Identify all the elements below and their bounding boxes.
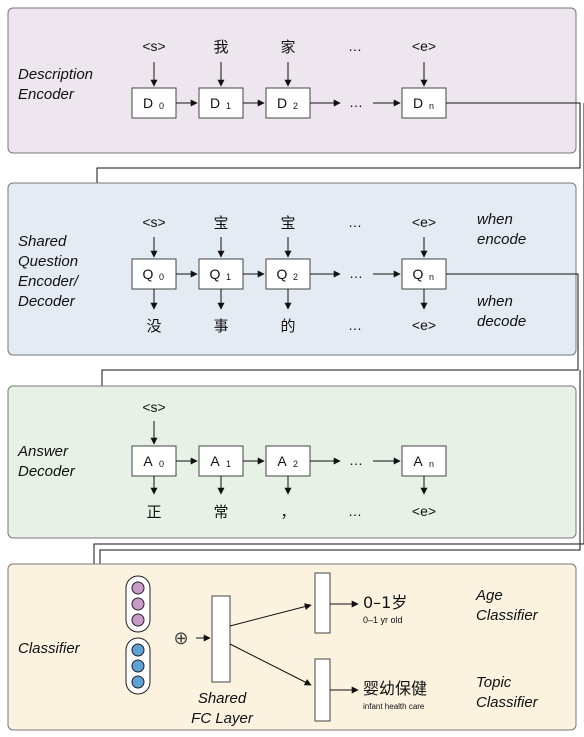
description-node-d2 bbox=[265, 87, 311, 119]
answer-output-ellipsis: … bbox=[348, 503, 362, 519]
question-node-subscript: 1 bbox=[226, 272, 231, 282]
question-title-line2: Question bbox=[18, 253, 78, 270]
description-input-ellipsis: … bbox=[348, 38, 362, 54]
question-title-line3: Encoder/ bbox=[18, 273, 80, 290]
question-input-token: <s> bbox=[142, 214, 165, 230]
answer-title-line2: Decoder bbox=[18, 463, 76, 480]
age-classifier-label-line2: Classifier bbox=[476, 607, 539, 624]
question-encoder-decoder-panel: Shared Question Encoder/ Decoder <s> 宝 宝… bbox=[7, 182, 577, 356]
answer-node-label: A bbox=[210, 453, 220, 469]
question-input-token: 宝 bbox=[213, 214, 228, 232]
answer-node-label: A bbox=[277, 453, 287, 469]
answer-output-token: 正 bbox=[146, 503, 161, 521]
question-output-token: 没 bbox=[146, 317, 161, 335]
question-input-ellipsis: … bbox=[348, 214, 362, 230]
answer-node-subscript: 2 bbox=[293, 459, 298, 469]
description-node-label: D bbox=[143, 95, 153, 111]
fc-label-line1: Shared bbox=[198, 690, 247, 707]
topic-output: 婴幼保健 bbox=[363, 679, 427, 698]
description-node-label: D bbox=[210, 95, 220, 111]
question-vector-dot bbox=[131, 659, 145, 673]
answer-output-token: <e> bbox=[412, 503, 436, 519]
fc-label-line2: FC Layer bbox=[191, 710, 254, 727]
answer-node-label: A bbox=[413, 453, 423, 469]
question-note-decode-line2: decode bbox=[477, 313, 526, 330]
description-input-token: 家 bbox=[280, 38, 295, 56]
description-input-token: 我 bbox=[213, 38, 228, 56]
question-node-subscript: n bbox=[429, 272, 434, 282]
description-node-dn bbox=[401, 87, 447, 119]
question-output-token: <e> bbox=[412, 317, 436, 333]
answer-input-token: <s> bbox=[142, 399, 165, 415]
answer-node-an bbox=[401, 445, 447, 477]
answer-node-a1 bbox=[198, 445, 244, 477]
question-output-token: 的 bbox=[280, 317, 295, 335]
answer-output-token: ， bbox=[280, 503, 295, 521]
classifier-title: Classifier bbox=[18, 640, 81, 657]
description-node-d1 bbox=[198, 87, 244, 119]
description-vector-dot bbox=[131, 613, 145, 627]
description-node-subscript: 0 bbox=[159, 101, 164, 111]
topic-output-translation: infant health care bbox=[363, 702, 425, 711]
age-output-translation: 0–1 yr old bbox=[363, 615, 403, 625]
description-node-d0 bbox=[131, 87, 177, 119]
answer-chain-ellipsis: … bbox=[349, 452, 363, 468]
answer-node-a2 bbox=[265, 445, 311, 477]
topic-classifier-layer bbox=[314, 658, 331, 722]
answer-node-subscript: 0 bbox=[159, 459, 164, 469]
answer-node-label: A bbox=[143, 453, 153, 469]
question-note-encode-line2: encode bbox=[477, 231, 526, 248]
description-node-subscript: 1 bbox=[226, 101, 231, 111]
description-title-line2: Encoder bbox=[18, 86, 75, 103]
question-node-label: Q bbox=[143, 266, 154, 282]
answer-decoder-panel: Answer Decoder <s> A 0 A 1 A 2 A n … 正 常… bbox=[7, 385, 577, 539]
description-input-token: <s> bbox=[142, 38, 165, 54]
question-vector-dot bbox=[131, 675, 145, 689]
question-vector-dot bbox=[131, 643, 145, 657]
answer-node-a0 bbox=[131, 445, 177, 477]
description-title-line1: Description bbox=[18, 66, 93, 83]
description-vector-dot bbox=[131, 597, 145, 611]
description-node-label: D bbox=[413, 95, 423, 111]
question-node-subscript: 0 bbox=[159, 272, 164, 282]
question-node-q0 bbox=[131, 258, 177, 290]
topic-classifier-label-line1: Topic bbox=[476, 674, 512, 691]
question-title-line1: Shared bbox=[18, 233, 67, 250]
description-chain-ellipsis: … bbox=[349, 94, 363, 110]
question-note-decode-line1: when bbox=[477, 293, 513, 310]
question-node-q1 bbox=[198, 258, 244, 290]
classifier-panel: Classifier ⊕ Shared FC Layer 0–1岁 0–1 yr… bbox=[7, 563, 577, 731]
age-classifier-layer bbox=[314, 572, 331, 634]
question-output-token: 事 bbox=[213, 317, 228, 335]
question-input-token: 宝 bbox=[280, 214, 295, 232]
description-encoder-panel: Description Encoder <s> 我 家 … <e> D 0 D … bbox=[7, 7, 577, 154]
question-node-label: Q bbox=[413, 266, 424, 282]
question-note-encode-line1: when bbox=[477, 211, 513, 228]
answer-node-subscript: n bbox=[429, 459, 434, 469]
question-input-token: <e> bbox=[412, 214, 436, 230]
description-node-subscript: 2 bbox=[293, 101, 298, 111]
question-output-ellipsis: … bbox=[348, 317, 362, 333]
question-node-label: Q bbox=[210, 266, 221, 282]
answer-title-line1: Answer bbox=[17, 443, 69, 460]
question-chain-ellipsis: … bbox=[349, 265, 363, 281]
shared-fc-layer bbox=[211, 595, 231, 683]
question-node-subscript: 2 bbox=[293, 272, 298, 282]
question-title-line4: Decoder bbox=[18, 293, 76, 310]
description-node-label: D bbox=[277, 95, 287, 111]
question-node-label: Q bbox=[277, 266, 288, 282]
description-vector-dot bbox=[131, 581, 145, 595]
description-panel-bg bbox=[7, 7, 577, 154]
age-output: 0–1岁 bbox=[363, 593, 407, 612]
question-node-qn bbox=[401, 258, 447, 290]
concat-plus-icon: ⊕ bbox=[173, 628, 188, 649]
description-node-subscript: n bbox=[429, 101, 434, 111]
description-input-token: <e> bbox=[412, 38, 436, 54]
age-classifier-label-line1: Age bbox=[475, 587, 503, 604]
question-node-q2 bbox=[265, 258, 311, 290]
topic-classifier-label-line2: Classifier bbox=[476, 694, 539, 711]
answer-node-subscript: 1 bbox=[226, 459, 231, 469]
answer-output-token: 常 bbox=[213, 503, 228, 521]
